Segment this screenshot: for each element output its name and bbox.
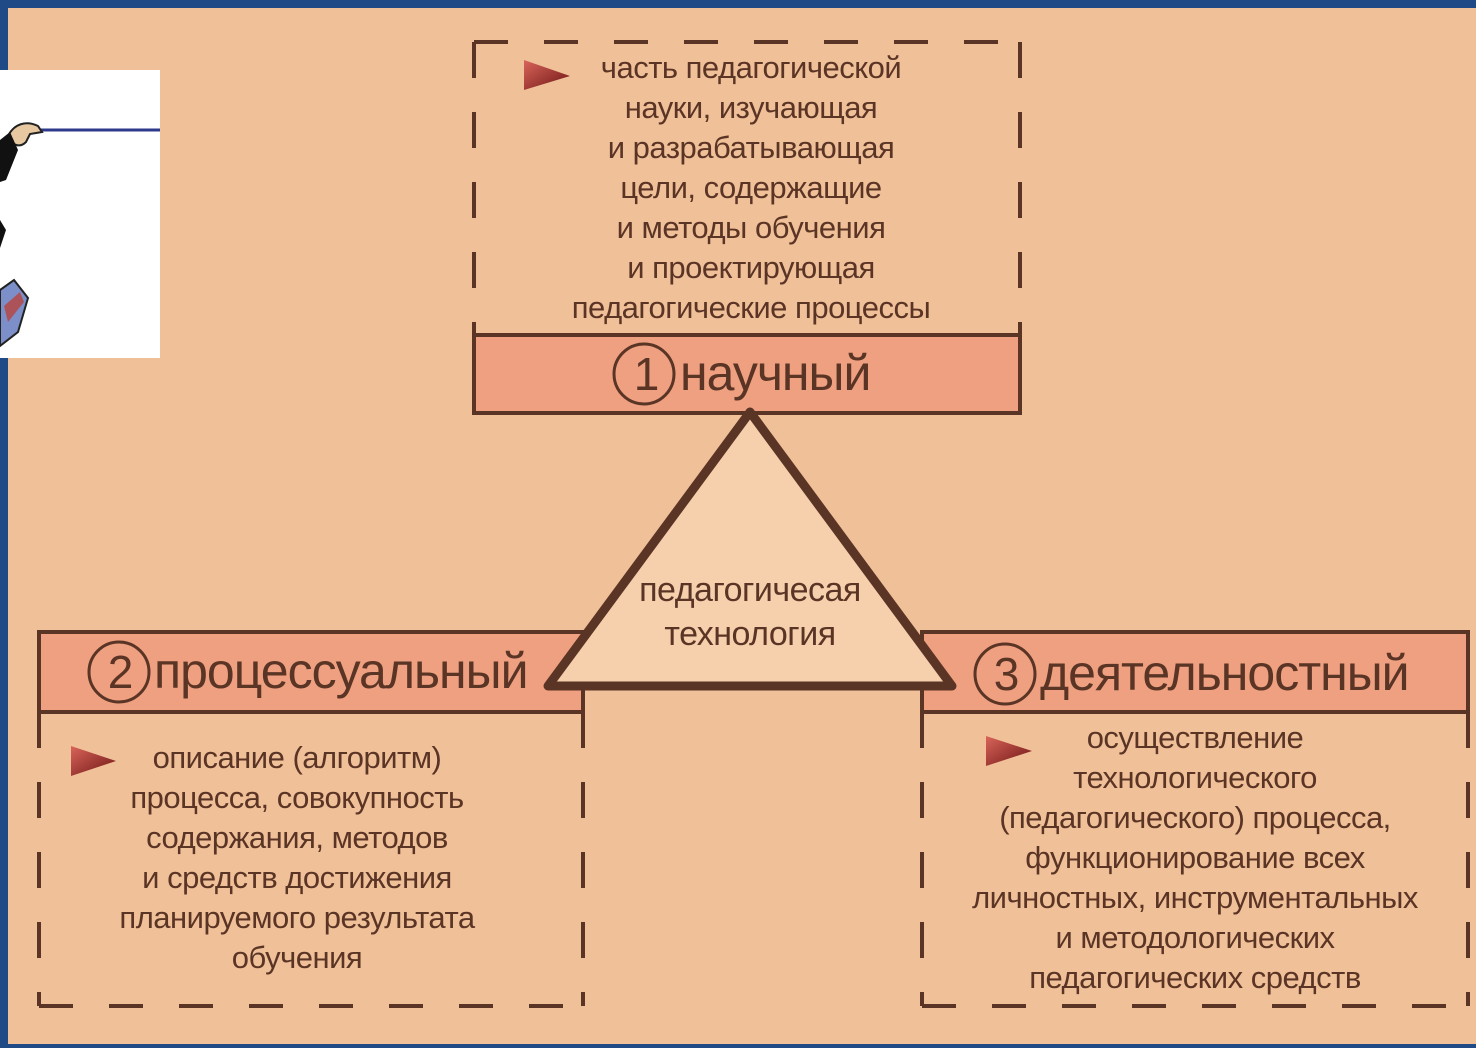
component-1-number-circle (612, 342, 676, 406)
component-1-title: научный (680, 345, 871, 401)
component-1-description: часть педагогической науки, изучающая и … (571, 50, 931, 325)
bullet-arrow-icon (71, 746, 116, 776)
component-1-box (472, 40, 1022, 338)
component-2-box (37, 712, 585, 1008)
component-3-number: 3 (993, 648, 1020, 700)
pointing-hand-clipart (0, 70, 160, 358)
component-2-title: процессуальный (154, 643, 529, 699)
component-3-title: деятельностный (1040, 645, 1410, 701)
bullet-arrow-icon (524, 60, 570, 90)
center-triangle (543, 407, 957, 691)
component-2-number-circle (87, 640, 151, 704)
component-3-number-circle (973, 642, 1037, 706)
component-3-description: осуществление технологического (педагоги… (972, 720, 1418, 995)
component-1-number: 1 (633, 348, 660, 400)
component-3-box (920, 712, 1470, 1008)
slide-canvas: часть педагогической науки, изучающая и … (8, 8, 1476, 1044)
component-2-description: описание (алгоритм) процесса, совокупнос… (119, 740, 475, 975)
bullet-arrow-icon (986, 736, 1032, 766)
component-2-number: 2 (107, 646, 134, 698)
diagram-graphics (37, 40, 1470, 1008)
center-label: педагогичесая технология (639, 571, 861, 653)
